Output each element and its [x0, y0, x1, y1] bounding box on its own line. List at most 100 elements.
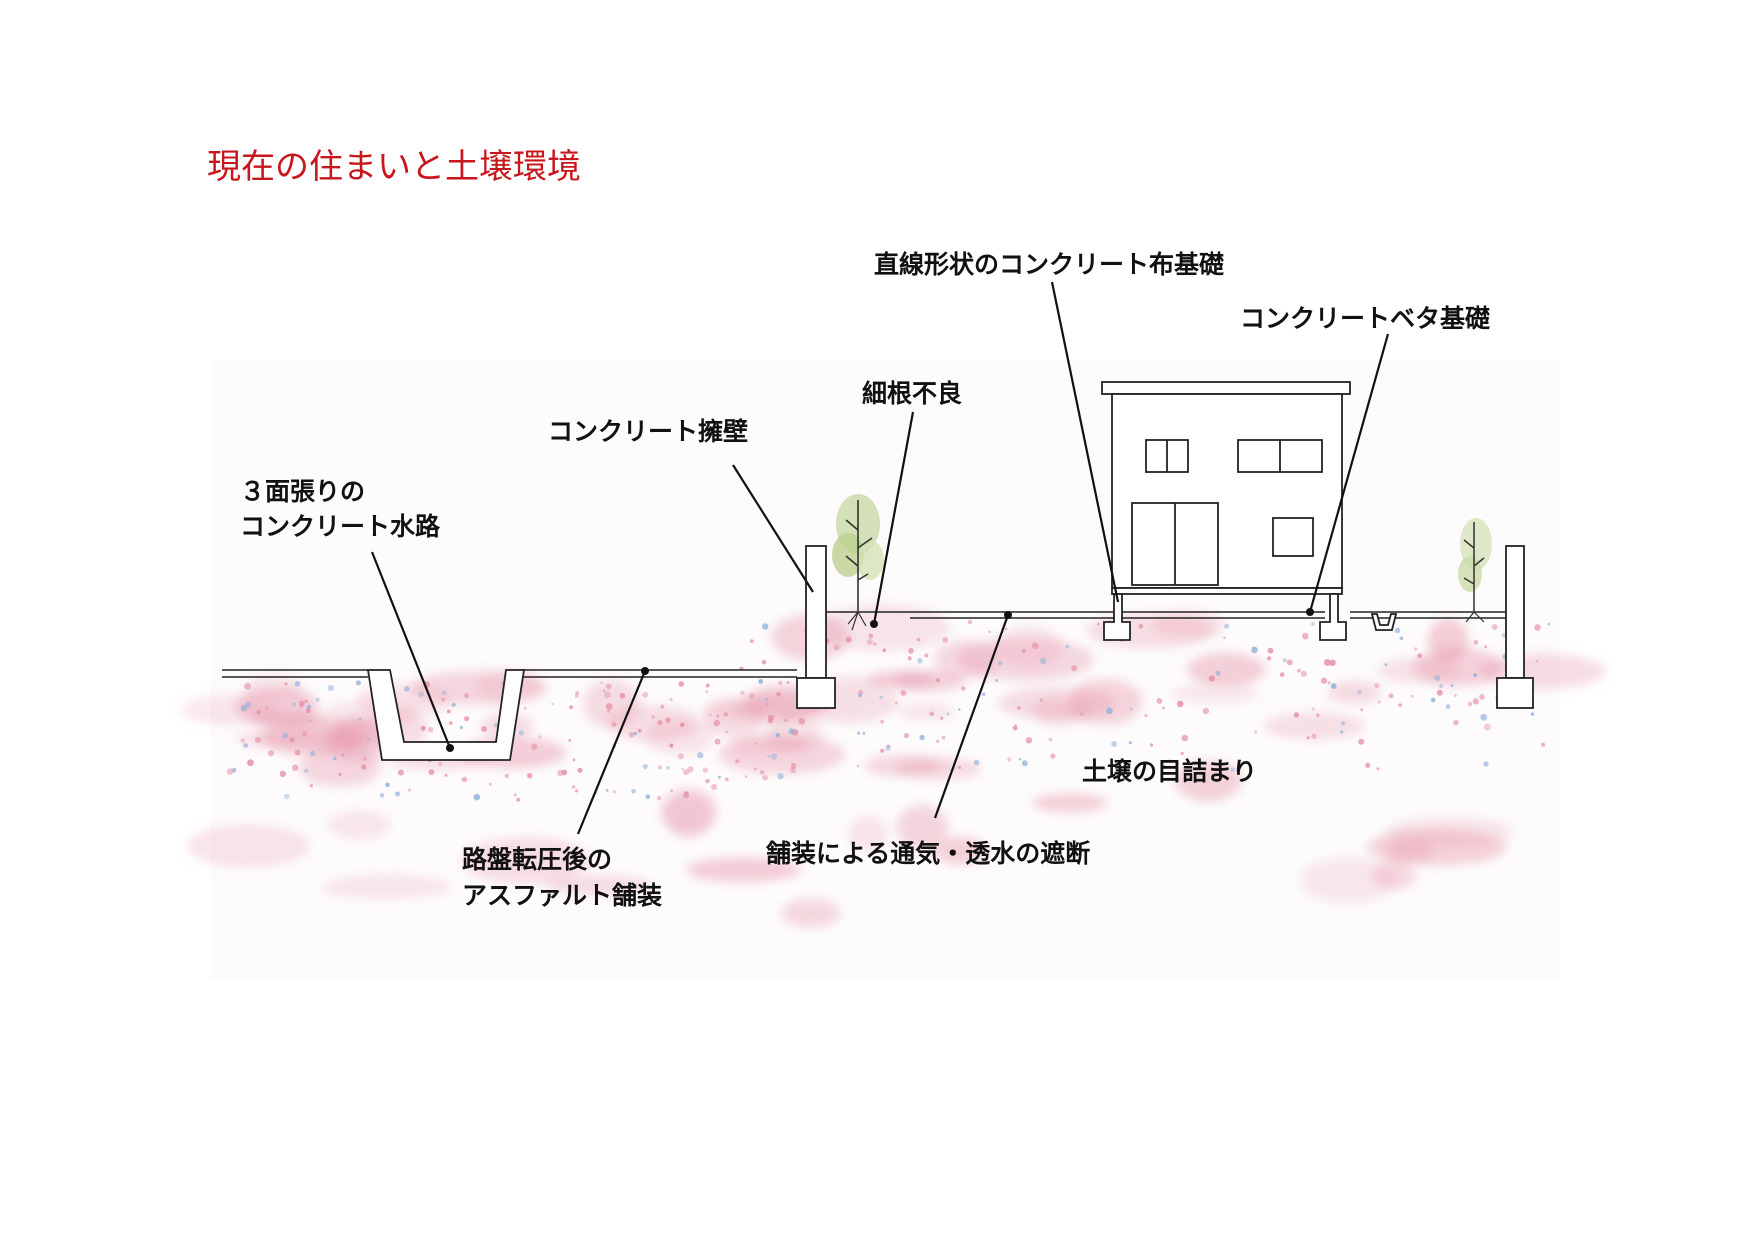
tree-left — [832, 494, 884, 631]
soil-dot — [282, 732, 289, 739]
soil-dot — [1012, 725, 1018, 731]
soil-dot — [1279, 672, 1285, 677]
soil-dot — [754, 767, 757, 771]
soil-dot — [1180, 751, 1184, 756]
soil-dot — [1149, 743, 1154, 747]
leader-asphalt — [576, 670, 647, 835]
soil-dot — [798, 717, 806, 725]
soil-dot — [1311, 733, 1317, 740]
soil-dot — [1181, 734, 1189, 742]
soil-dot — [705, 690, 708, 693]
soil-dot — [940, 716, 944, 720]
soil-dot — [1021, 649, 1026, 653]
ground-lines — [222, 611, 1510, 678]
soil-dot — [1050, 753, 1056, 759]
soil-dot — [448, 721, 453, 725]
soil-blotch — [1032, 793, 1109, 813]
soil-dot — [245, 701, 252, 708]
soil-dot — [767, 754, 770, 758]
soil-dot — [702, 767, 709, 773]
soil-dot — [1450, 684, 1454, 687]
soil-dot — [504, 773, 509, 779]
soil-dot — [907, 656, 912, 661]
soil-dot — [606, 709, 611, 713]
soil-blotch — [461, 837, 591, 884]
soil-dot — [1374, 682, 1380, 689]
soil-dot — [571, 785, 576, 789]
soil-dot — [481, 726, 487, 732]
soil-dot — [1208, 675, 1216, 682]
soil-dot — [1547, 622, 1551, 626]
soil-dot — [669, 743, 674, 748]
soil-dot — [464, 716, 470, 722]
soil-blotch — [866, 670, 938, 688]
soil-dot — [1230, 767, 1236, 772]
soil-dot — [754, 741, 757, 745]
soil-dot — [1106, 707, 1113, 715]
soil-dot — [327, 685, 334, 692]
soil-dot — [1306, 736, 1310, 740]
soil-dot — [967, 619, 973, 625]
soil-dot — [304, 768, 309, 773]
soil-dot — [642, 691, 649, 698]
soil-dot — [666, 766, 670, 770]
soil-blotch — [545, 875, 652, 895]
soil-dot — [1031, 642, 1039, 650]
soil-dot — [516, 797, 521, 802]
soil-dot — [833, 644, 840, 651]
label-fine-roots: 細根不良 — [862, 379, 962, 408]
soil-dot — [1111, 741, 1117, 747]
soil-dot — [924, 653, 929, 658]
soil-dot — [885, 745, 891, 751]
soil-dot — [866, 638, 873, 645]
soil-blotch — [235, 687, 319, 725]
soil-blotch — [1187, 652, 1266, 687]
soil-dot — [762, 774, 768, 781]
soil-dot — [789, 766, 797, 774]
soil-dot — [299, 703, 304, 708]
soil-dot — [244, 682, 252, 690]
soil-dot — [749, 639, 754, 644]
soil-dot — [527, 773, 533, 779]
soil-dot — [1048, 737, 1053, 742]
soil-dot — [1004, 627, 1008, 631]
soil-dot — [1483, 723, 1491, 731]
soil-dot — [1254, 730, 1258, 734]
soil-dot — [760, 770, 765, 775]
soil-dot — [1286, 659, 1293, 666]
soil-dot — [637, 728, 642, 733]
soil-dot — [929, 711, 935, 717]
house-roof — [1101, 381, 1351, 395]
soil-dot — [355, 680, 361, 686]
soil-dot — [1377, 700, 1381, 704]
soil-dot — [713, 719, 721, 727]
soil-dot — [1071, 665, 1078, 672]
soil-dot — [363, 756, 368, 761]
soil-dot — [284, 793, 290, 800]
soil-dot — [309, 784, 313, 788]
soil-dot — [788, 728, 795, 735]
label-retaining-wall: コンクリート擁壁 — [548, 417, 748, 446]
soil-dot — [995, 679, 999, 682]
soil-dot — [531, 743, 538, 750]
soil-dot — [420, 725, 426, 731]
soil-dot — [1388, 693, 1394, 699]
soil-dot — [1302, 632, 1309, 640]
soil-dot — [446, 709, 451, 714]
soil-dot — [441, 697, 446, 702]
soil-dot — [735, 759, 740, 764]
soil-blotch — [1428, 618, 1469, 662]
soil-dot — [612, 790, 617, 794]
soil-dot — [873, 642, 877, 646]
soil-blotch — [781, 898, 841, 928]
soil-blotch — [186, 824, 310, 868]
soil-dot — [1138, 623, 1144, 629]
soil-dot — [988, 630, 991, 634]
soil-dot — [645, 794, 651, 800]
soil-dot — [633, 731, 638, 736]
soil-dot — [882, 648, 887, 653]
soil-dot — [1215, 670, 1221, 676]
soil-dot — [1018, 757, 1022, 761]
soil-blotch — [1263, 712, 1365, 740]
leader-strip-foundation — [1050, 281, 1120, 603]
